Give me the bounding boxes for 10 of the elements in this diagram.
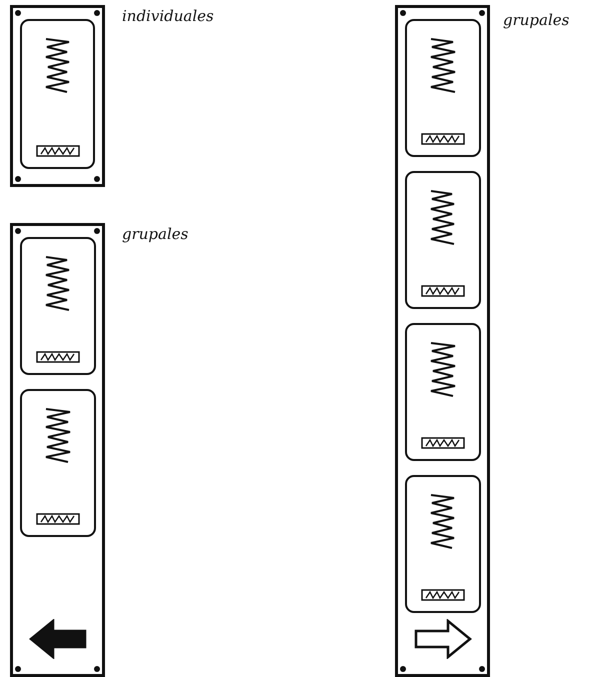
sign-card — [405, 171, 481, 309]
sign-card — [405, 475, 481, 613]
sign-card — [405, 19, 481, 157]
panel-heading: grupales — [122, 225, 188, 243]
sign-card — [405, 323, 481, 461]
sign-card — [20, 19, 95, 169]
sign-card — [20, 237, 96, 375]
sign-card — [20, 389, 96, 537]
panel-heading: individuales — [122, 7, 214, 25]
panel-heading: grupales — [503, 11, 570, 29]
